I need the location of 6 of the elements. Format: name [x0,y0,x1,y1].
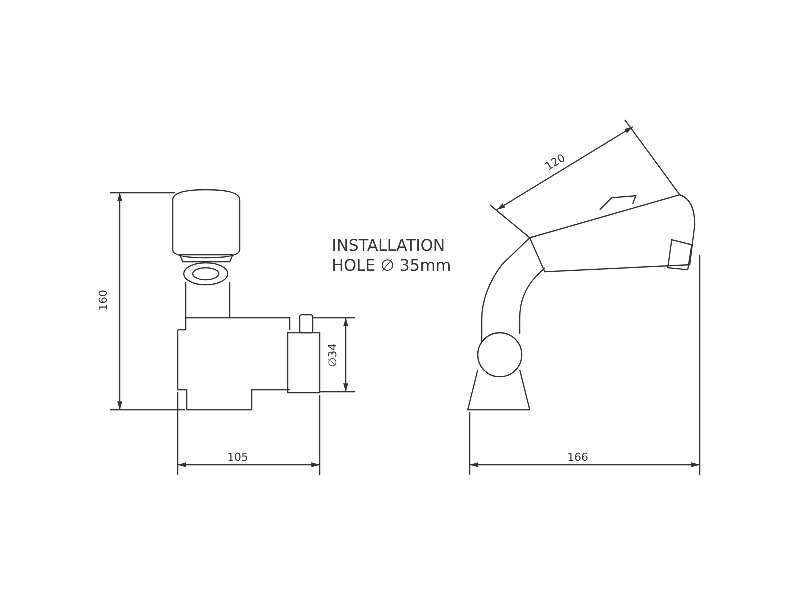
dimension-label: 166 [568,452,588,463]
dimension-label: 160 [98,290,108,310]
dimension-label: 120 [543,152,567,172]
dimension-label: ∅34 [327,343,338,367]
installation-note: INSTALLATION HOLE ∅ 35mm [332,236,452,276]
dimension-label: 105 [228,452,248,463]
